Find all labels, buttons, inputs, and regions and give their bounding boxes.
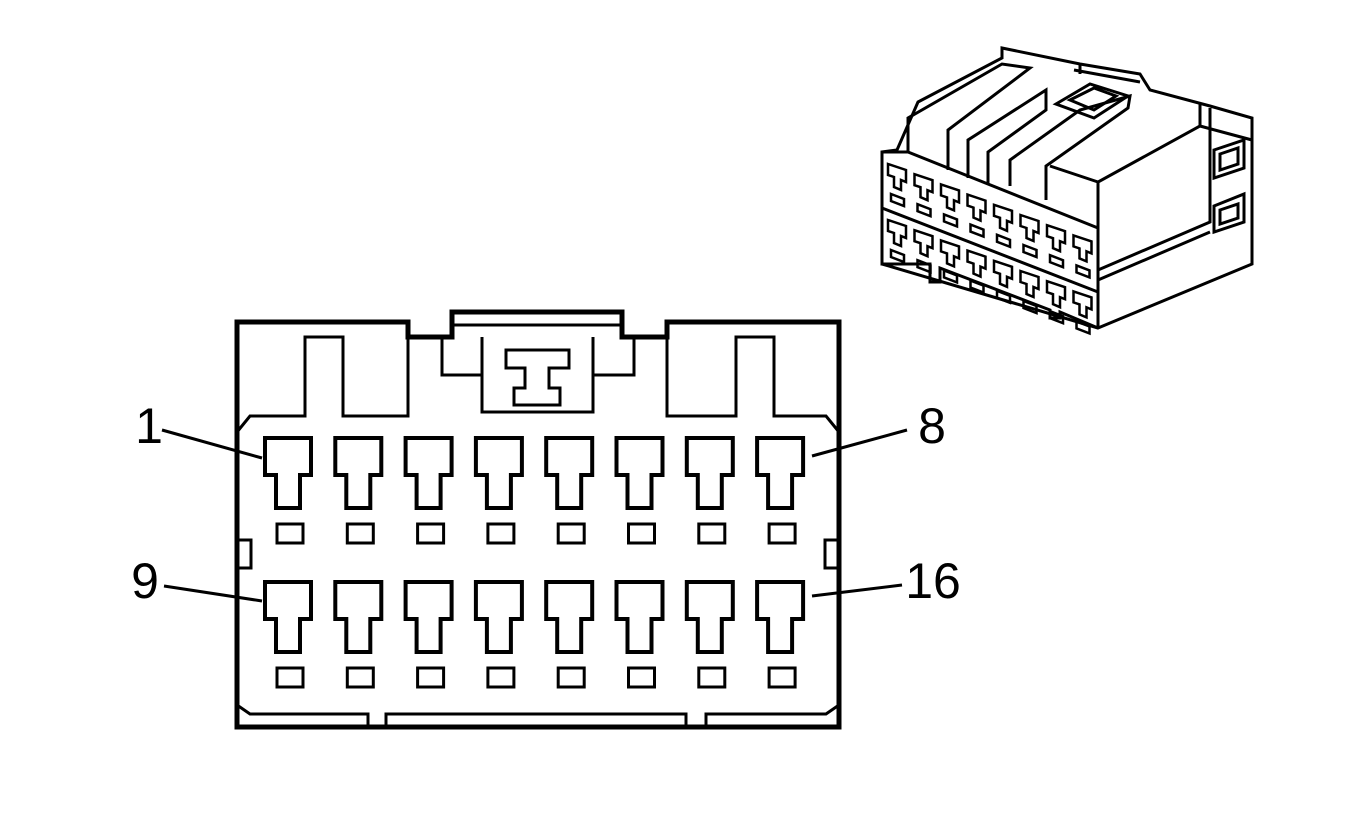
pin-lock-10 [345, 666, 375, 689]
iso-side-details [1097, 108, 1246, 282]
pin-lock-14 [627, 666, 656, 689]
housing-outline [234, 309, 842, 730]
iso-lock-16 [1075, 319, 1091, 336]
pin-lock-3 [416, 522, 446, 545]
pin-label-8: 8 [918, 398, 946, 454]
iso-lock-11 [942, 268, 959, 285]
iso-cavity-16 [1072, 289, 1093, 320]
iso-lock-7 [1048, 253, 1065, 270]
iso-lock-3 [942, 212, 959, 229]
connector-isometric-view [880, 46, 1254, 336]
pin-label-1: 1 [135, 398, 163, 454]
pin-cavity-14 [614, 580, 665, 654]
pin-cavity-8 [755, 436, 806, 510]
pin-cavity-1 [263, 436, 313, 510]
iso-lock-2 [916, 202, 932, 219]
iso-cavity-12 [966, 248, 987, 279]
pin-lock-6 [627, 522, 656, 545]
pin-cavity-6 [614, 436, 665, 510]
pin-label-16: 16 [905, 553, 961, 609]
iso-lock-15 [1048, 309, 1065, 326]
iso-cavity-13 [992, 259, 1014, 289]
connector-face-view: 1 8 9 16 [131, 309, 961, 730]
pin-cavity-5 [544, 436, 595, 510]
pin-cavity-15 [684, 580, 735, 654]
pin-cavity-13 [544, 580, 595, 654]
pin-lock-15 [697, 666, 727, 689]
iso-cavity-11 [939, 238, 961, 269]
iso-body-outline [880, 46, 1254, 330]
iso-cavity-15 [1045, 279, 1067, 310]
pin-cavity-16 [755, 580, 806, 654]
pin-cavities [263, 436, 806, 689]
iso-cavity-3 [939, 182, 961, 213]
pin-lock-2 [345, 522, 375, 545]
pin-lock-9 [275, 666, 305, 689]
iso-cavity-10 [913, 228, 934, 259]
leader-pin-9 [163, 584, 263, 603]
iso-top-latch [1052, 64, 1141, 120]
pin-lock-13 [556, 666, 586, 689]
iso-lock-4 [969, 222, 985, 239]
iso-cavity-14 [1019, 269, 1040, 299]
pin-cavity-10 [333, 580, 384, 654]
pin-lock-4 [486, 522, 516, 545]
pin-leaders [161, 428, 908, 603]
iso-lock-8 [1075, 263, 1091, 280]
pin-cavity-2 [333, 436, 384, 510]
iso-pin-cavities [886, 162, 1093, 336]
pin-lock-12 [486, 666, 516, 689]
pin-cavity-11 [403, 580, 454, 654]
side-notch-right [823, 538, 841, 570]
pin-lock-11 [416, 666, 446, 689]
iso-cavity-4 [966, 192, 987, 223]
iso-lock-12 [969, 278, 985, 295]
iso-lock-14 [1022, 299, 1038, 315]
iso-lock-1 [889, 192, 906, 208]
pin-cavity-7 [684, 436, 735, 510]
iso-lock-13 [995, 288, 1012, 305]
pin-lock-8 [767, 522, 797, 545]
pin-cavity-3 [403, 436, 454, 510]
latch-block [440, 323, 636, 414]
iso-cavity-1 [886, 162, 908, 192]
pin-lock-1 [275, 522, 305, 545]
pin-label-9: 9 [131, 553, 159, 609]
iso-cavity-8 [1072, 233, 1093, 264]
iso-cavity-5 [992, 203, 1014, 233]
pin-cavity-9 [263, 580, 313, 654]
iso-cavity-2 [913, 172, 934, 203]
iso-cavity-7 [1045, 223, 1067, 254]
iso-lock-5 [995, 232, 1012, 249]
pin-lock-7 [697, 522, 727, 545]
iso-lock-9 [889, 248, 906, 264]
pin-cavity-12 [473, 580, 524, 654]
pin-lock-16 [767, 666, 797, 689]
iso-lock-6 [1022, 243, 1038, 259]
iso-cavity-9 [886, 218, 908, 248]
latch-t-icon [504, 348, 571, 407]
pin-cavity-4 [473, 436, 524, 510]
iso-cavity-6 [1019, 213, 1040, 243]
housing-inner-bottom [236, 703, 840, 727]
leader-pin-8 [811, 428, 908, 458]
leader-pin-16 [811, 583, 903, 598]
housing-inner-top [235, 335, 841, 433]
side-notch-left [235, 538, 253, 570]
leader-pin-1 [161, 428, 263, 460]
pin-lock-5 [556, 522, 586, 545]
iso-lock-10 [916, 258, 932, 275]
